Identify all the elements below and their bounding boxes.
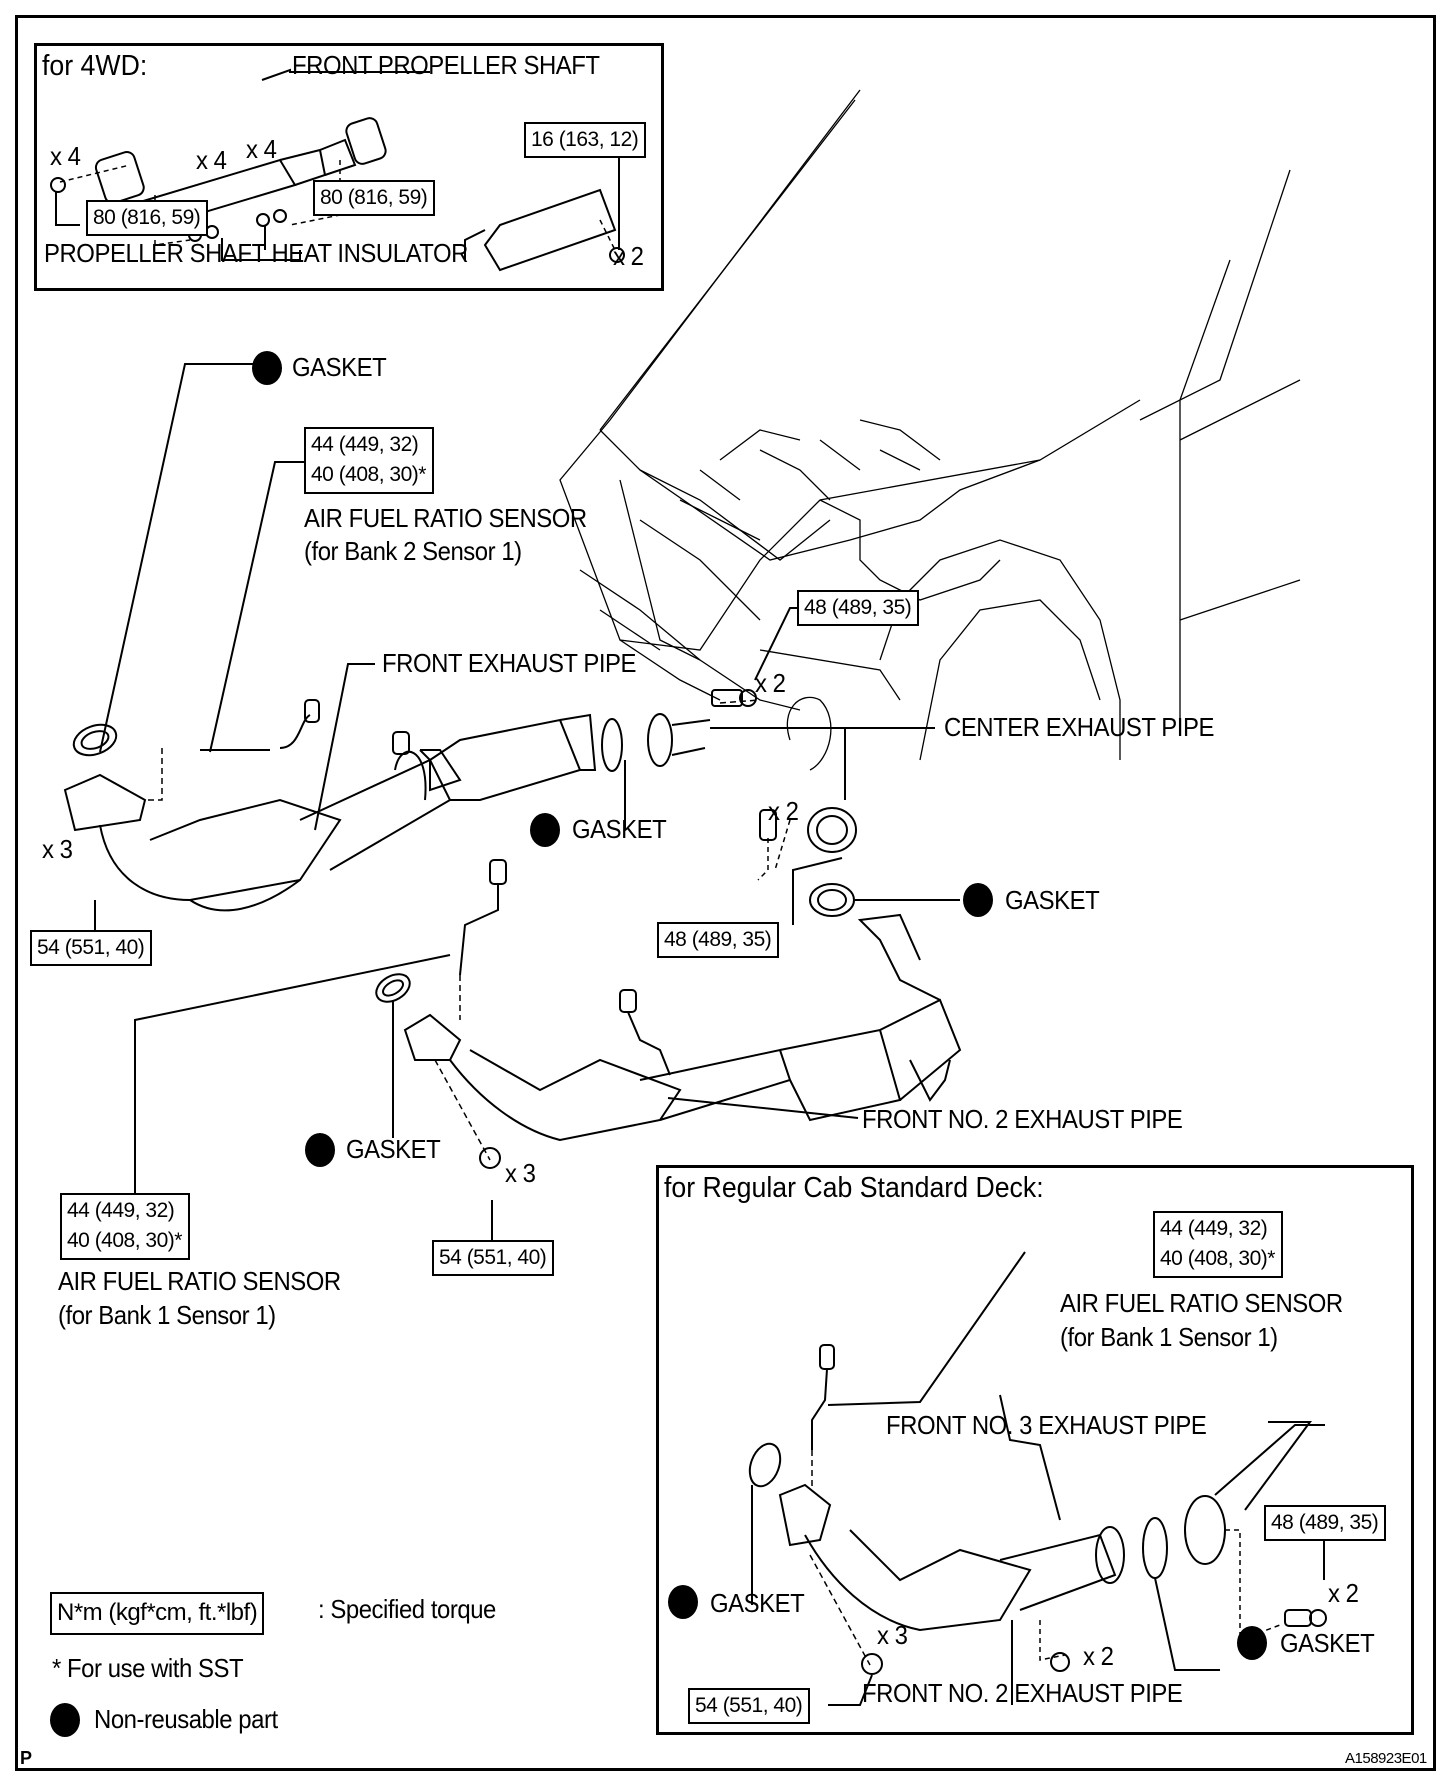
legend-torque-unit: N*m (kgf*cm, ft.*lbf) [50, 1592, 265, 1635]
torque-afr-bank1: 44 (449, 32)40 (408, 30)* [60, 1193, 190, 1260]
qty-no2-nuts: x 3 [505, 1158, 536, 1188]
legend-sst-note: * For use with SST [52, 1653, 244, 1683]
label-afr-bank2: AIR FUEL RATIO SENSOR [304, 503, 587, 533]
label-regular-afr: AIR FUEL RATIO SENSOR [1060, 1288, 1343, 1318]
torque-no3: 48 (489, 35) [1264, 1505, 1387, 1542]
corner-mark: P [20, 1748, 33, 1768]
non-reusable-dot-icon [252, 351, 282, 385]
torque-shaft-right: 80 (816, 59) [313, 180, 436, 217]
label-front-no3-exhaust-pipe: FRONT NO. 3 EXHAUST PIPE [886, 1410, 1207, 1440]
label-gasket-right: GASKET [1005, 885, 1100, 915]
non-reusable-dot-icon [50, 1703, 80, 1737]
qty-center-lower: x 2 [768, 796, 799, 826]
torque-center-lower: 48 (489, 35) [657, 922, 780, 959]
regular-cab-exhaust-drawing [748, 1251, 1327, 1706]
non-reusable-dot-icon [668, 1585, 698, 1619]
label-gasket-lower: GASKET [346, 1134, 441, 1164]
torque-regular-nuts: 54 (551, 40) [688, 1688, 811, 1725]
label-afr-bank1-sub: (for Bank 1 Sensor 1) [58, 1300, 276, 1330]
label-regular-afr-sub: (for Bank 1 Sensor 1) [1060, 1322, 1278, 1352]
torque-shaft-left: 80 (816, 59) [86, 200, 209, 237]
legend-torque-desc: : Specified torque [318, 1594, 496, 1624]
qty-front-nuts: x 3 [42, 834, 73, 864]
label-heat-insulator: PROPELLER SHAFT HEAT INSULATOR [44, 238, 468, 268]
torque-regular-afr: 44 (449, 32)40 (408, 30)* [1153, 1211, 1283, 1278]
label-afr-bank1: AIR FUEL RATIO SENSOR [58, 1266, 341, 1296]
non-reusable-dot-icon [305, 1133, 335, 1167]
label-center-exhaust-pipe: CENTER EXHAUST PIPE [944, 712, 1214, 742]
qty-no3-bolts: x 2 [1328, 1578, 1359, 1608]
qty-nuts-mid: x 4 [196, 145, 227, 175]
truck-illustration [559, 89, 1301, 771]
box-4wd [34, 43, 664, 291]
qty-regular-nuts: x 3 [877, 1620, 908, 1650]
label-front-exhaust-pipe: FRONT EXHAUST PIPE [382, 648, 637, 678]
qty-center-upper: x 2 [755, 668, 786, 698]
qty-nuts-right: x 4 [246, 134, 277, 164]
label-front-no2-exhaust-pipe: FRONT NO. 2 EXHAUST PIPE [862, 1104, 1183, 1134]
front-exhaust-pipe-drawing [63, 689, 761, 912]
torque-afr-bank2: 44 (449, 32)40 (408, 30)* [304, 427, 434, 494]
diagram-frame [15, 15, 1436, 1771]
label-gasket-top: GASKET [292, 352, 387, 382]
torque-front-nuts: 54 (551, 40) [30, 930, 153, 967]
torque-center-upper: 48 (489, 35) [797, 590, 920, 627]
non-reusable-dot-icon [530, 813, 560, 847]
front-no2-exhaust-pipe-drawing [375, 859, 962, 1169]
box-regular-cab [656, 1165, 1414, 1735]
label-regular-gasket-left: GASKET [710, 1588, 805, 1618]
title-4wd: for 4WD: [42, 50, 148, 82]
label-regular-gasket-right: GASKET [1280, 1628, 1375, 1658]
propeller-shaft-drawing [50, 68, 625, 272]
label-front-propeller-shaft: FRONT PROPELLER SHAFT [292, 50, 600, 80]
legend-non-reusable: Non-reusable part [94, 1704, 278, 1734]
figure-id: A158923E01 [1345, 1750, 1427, 1767]
label-regular-front-no2-exhaust-pipe: FRONT NO. 2 EXHAUST PIPE [862, 1678, 1183, 1708]
qty-insulator-bolts: x 2 [613, 241, 644, 271]
label-afr-bank2-sub: (for Bank 2 Sensor 1) [304, 536, 522, 566]
torque-insulator: 16 (163, 12) [524, 122, 647, 159]
qty-regular-no2-nuts: x 2 [1083, 1641, 1114, 1671]
torque-no2-nuts: 54 (551, 40) [432, 1240, 555, 1277]
non-reusable-dot-icon [1237, 1626, 1267, 1660]
label-gasket-mid: GASKET [572, 814, 667, 844]
leader-lines [94, 363, 960, 1240]
non-reusable-dot-icon [963, 883, 993, 917]
title-regular-cab: for Regular Cab Standard Deck: [664, 1172, 1044, 1204]
qty-bolts-left: x 4 [50, 141, 81, 171]
center-exhaust-pipe-drawing [757, 807, 857, 917]
